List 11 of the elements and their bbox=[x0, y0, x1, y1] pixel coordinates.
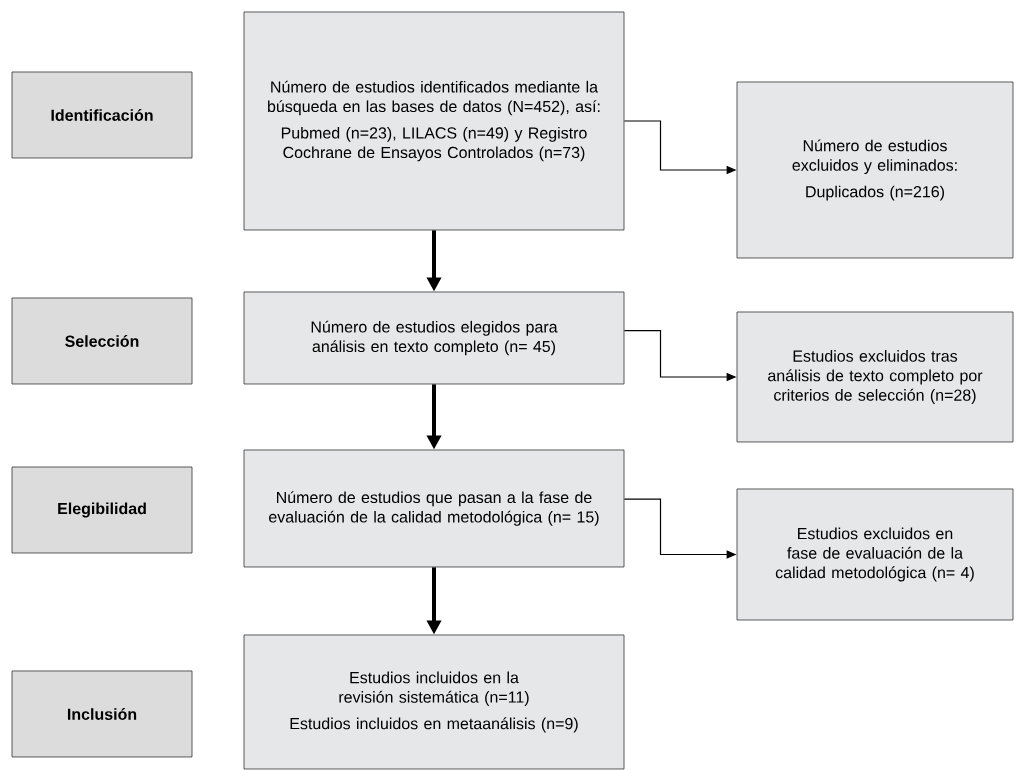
exclusion-box: Número de estudios excluidos y eliminados: Duplicados (n=216) bbox=[736, 81, 1014, 259]
exclusion-box: Estudios excluidos en fase de evaluación de la calidad metodológica (n= 4) bbox=[736, 488, 1014, 621]
phase-box: Identificación bbox=[11, 71, 193, 159]
phase-box: Selección bbox=[11, 297, 193, 385]
process-box: Número de estudios elegidos para análisis en texto completo (n= 45) bbox=[243, 291, 625, 385]
phase-box: Inclusión bbox=[11, 670, 193, 758]
process-box: Número de estudios que pasan a la fase de evaluación de la calidad metodológica (n= 15) bbox=[243, 449, 625, 568]
phase-box: Elegibilidad bbox=[11, 466, 193, 554]
process-box: Número de estudios identificados mediante la búsqueda en las bases de datos (N=452), así: Pubmed (n=23), LILACS (n=49) y Registro Cochrane de Ensayos Controlados (n=73) bbox=[243, 11, 625, 231]
process-box: Estudios incluidos en la revisión sistemática (n=11) Estudios incluidos en metaanálisis (n=9) bbox=[243, 634, 625, 770]
exclusion-box: Estudios excluidos tras análisis de texto completo por criterios de selección (n=28) bbox=[736, 311, 1014, 443]
